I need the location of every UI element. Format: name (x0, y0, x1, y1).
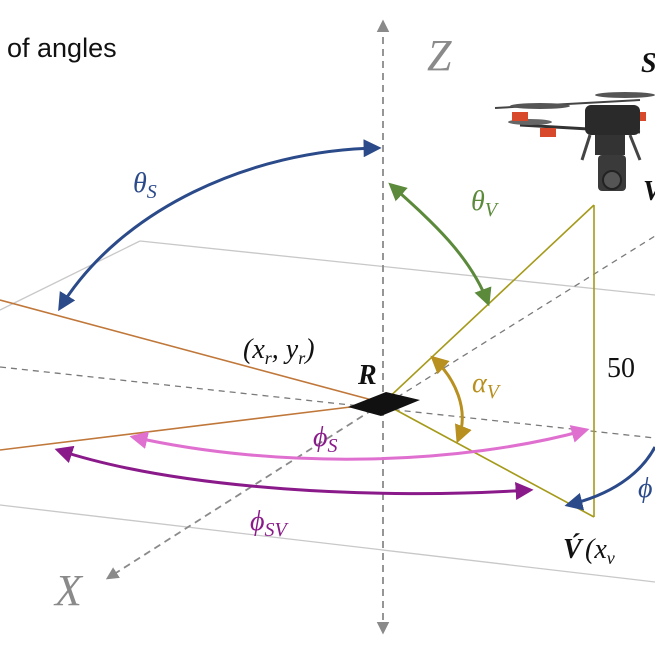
phi-sv-arc (54, 445, 534, 500)
receiver-label: R (357, 360, 377, 391)
title-text: of angles (7, 33, 117, 63)
theta-s-label: θS (133, 168, 157, 203)
theta-v-arc (388, 182, 492, 307)
drone-label: V (643, 176, 655, 207)
drone-triangle (382, 204, 595, 518)
theta-s-arc (58, 139, 382, 312)
theta-v-label: θV (471, 186, 500, 221)
x-axis-label: X (53, 566, 84, 615)
phi-sv-label: ϕSV (250, 506, 290, 541)
projection-coords: (xv (585, 534, 615, 568)
alpha-v-label: αV (472, 368, 502, 403)
z-axis-label: Z (427, 31, 452, 80)
phi-right-arc (564, 446, 655, 511)
x-axis (105, 402, 384, 580)
phi-right-label: ϕ (638, 473, 653, 504)
projection-label: V́ (563, 534, 584, 565)
ground-dashed-lines (0, 235, 655, 439)
receiver-pad (348, 392, 420, 416)
phi-s-arc (129, 425, 590, 461)
drone-top-label: S (641, 48, 655, 79)
receiver-coords: (xr, yr) (243, 334, 315, 368)
drone-icon (494, 92, 655, 191)
alpha-v-arc (430, 355, 472, 444)
height-label: 50 (607, 353, 635, 384)
phi-s-label: ϕS (313, 422, 338, 457)
ground-plane (0, 240, 655, 583)
